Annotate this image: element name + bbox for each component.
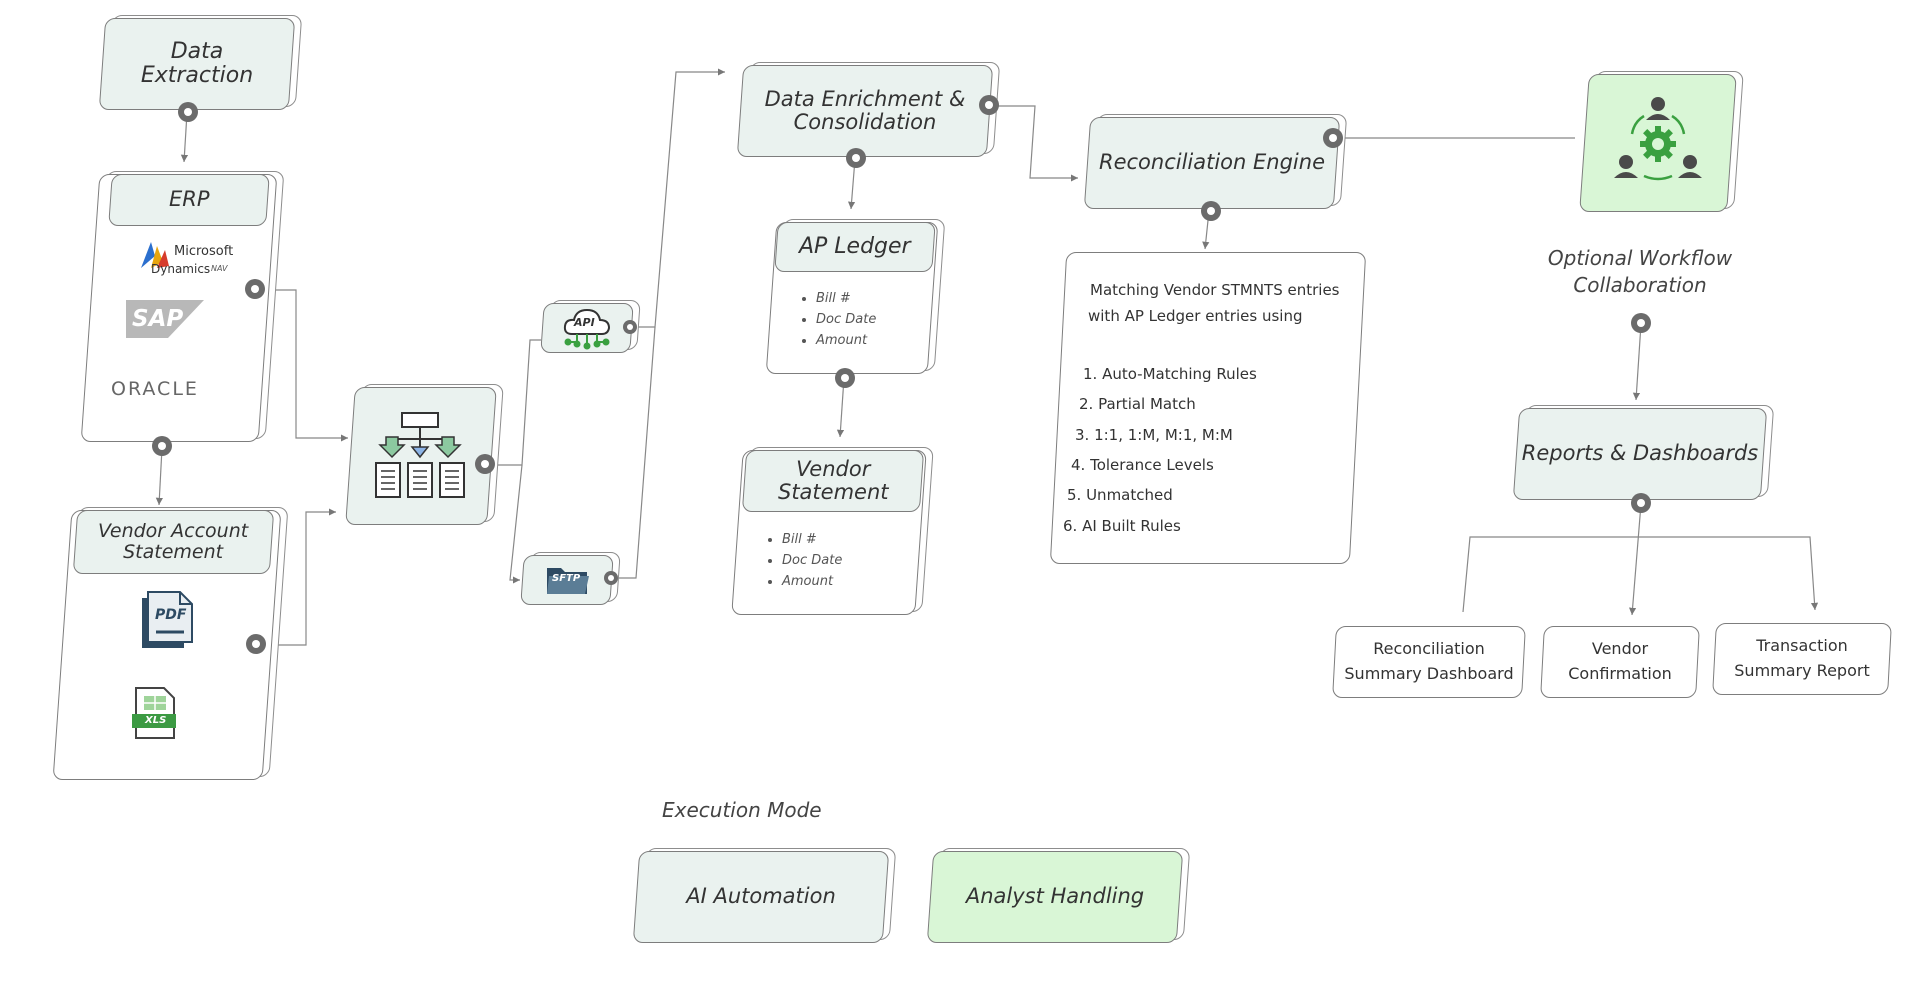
oracle-logo: ORACLE xyxy=(111,378,231,402)
analyst-handling-label: Analyst Handling xyxy=(965,884,1145,909)
xls-file-icon: XLS xyxy=(130,686,180,740)
sap-logo: SAP xyxy=(126,300,204,338)
field-item: Amount xyxy=(782,571,842,592)
execution-mode-title: Execution Mode xyxy=(662,798,822,822)
reconciliation-summary-dashboard-card[interactable]: Reconciliation Summary Dashboard xyxy=(1332,626,1526,698)
knob-icon xyxy=(846,148,866,168)
erp-header: ERP xyxy=(108,174,270,226)
team-gear-icon xyxy=(1614,97,1702,181)
oracle-text: ORACLE xyxy=(111,378,199,400)
knob-icon xyxy=(623,320,637,334)
vendor-confirmation-card[interactable]: Vendor Confirmation xyxy=(1540,626,1700,698)
distribution-icon xyxy=(375,412,465,498)
nav-text: NAV xyxy=(211,264,228,273)
data-distribution-hub-card[interactable] xyxy=(345,384,504,525)
knob-icon xyxy=(245,279,265,299)
rule-item: 2. Partial Match xyxy=(1079,395,1196,413)
knob-icon xyxy=(1631,313,1651,333)
conn-hub-api xyxy=(486,339,541,466)
conn-workflow-reports xyxy=(1632,323,1642,401)
field-item: Doc Date xyxy=(816,309,876,330)
conn-enrich-recon xyxy=(989,105,1078,182)
output-label: Vendor Confirmation xyxy=(1568,639,1672,683)
reports-dashboards-card[interactable]: Reports & Dashboards xyxy=(1512,405,1775,500)
sftp-label: SFTP xyxy=(552,573,581,584)
microsoft-dynamics-logo: Microsoft Dynamics NAV xyxy=(137,236,247,280)
conn-sftp-enrich xyxy=(611,326,656,579)
knob-icon xyxy=(475,454,495,474)
ai-automation-label: AI Automation xyxy=(686,884,836,909)
data-enrichment-card[interactable]: Data Enrichment & Consolidation xyxy=(736,62,1001,157)
conn-hub-sftp xyxy=(509,464,523,584)
rule-item: 1. Auto-Matching Rules xyxy=(1083,365,1257,383)
conn-reports-center xyxy=(1628,503,1642,616)
vendor-statement-header: Vendor Statement xyxy=(741,450,925,512)
field-item: Amount xyxy=(816,330,876,351)
xls-label: XLS xyxy=(145,715,167,726)
pdf-file-icon: PDF xyxy=(140,590,196,650)
sap-text: SAP xyxy=(132,306,184,332)
analyst-handling-card[interactable]: Analyst Handling xyxy=(926,848,1191,943)
matching-intro-line2: with AP Ledger entries using xyxy=(1088,307,1303,325)
vendor-statement-fields: Bill # Doc Date Amount xyxy=(764,529,842,592)
sftp-folder-icon xyxy=(547,568,589,594)
conn-vendor-hub xyxy=(256,508,336,646)
ap-ledger-fields: Bill # Doc Date Amount xyxy=(798,288,876,351)
ap-ledger-title: AP Ledger xyxy=(799,233,911,259)
rule-item: 6. AI Built Rules xyxy=(1063,517,1181,535)
knob-icon xyxy=(1201,201,1221,221)
output-label: Reconciliation Summary Dashboard xyxy=(1344,639,1514,683)
conn-api-enrich xyxy=(631,68,725,328)
reconciliation-engine-label: Reconciliation Engine xyxy=(1098,150,1325,175)
erp-title: ERP xyxy=(168,187,210,212)
knob-icon xyxy=(152,436,172,456)
ai-automation-card[interactable]: AI Automation xyxy=(632,848,897,943)
transaction-summary-report-card[interactable]: Transaction Summary Report xyxy=(1712,623,1892,695)
knob-icon xyxy=(1323,128,1343,148)
vendor-statement-title: Vendor Statement xyxy=(777,456,889,504)
knob-icon xyxy=(1631,493,1651,513)
vendor-account-title: Vendor Account Statement xyxy=(98,520,249,563)
api-card[interactable]: API xyxy=(540,300,641,353)
field-item: Bill # xyxy=(782,529,842,550)
rule-item: 5. Unmatched xyxy=(1067,486,1173,504)
output-label: Transaction Summary Report xyxy=(1734,636,1870,680)
api-cloud-icon xyxy=(563,308,611,350)
rule-item: 4. Tolerance Levels xyxy=(1071,456,1214,474)
vendor-account-header: Vendor Account Statement xyxy=(72,510,275,574)
conn-reports-outputs xyxy=(1462,536,1819,613)
reports-dashboards-label: Reports & Dashboards xyxy=(1521,441,1759,466)
dynamics-text: Dynamics xyxy=(151,262,211,276)
knob-icon xyxy=(835,368,855,388)
optional-workflow-label: Optional Workflow Collaboration xyxy=(1547,246,1733,297)
data-enrichment-label: Data Enrichment & Consolidation xyxy=(764,86,966,134)
knob-icon xyxy=(178,102,198,122)
knob-icon xyxy=(246,634,266,654)
sftp-card[interactable]: SFTP xyxy=(520,552,621,605)
data-extraction-label: Data Extraction xyxy=(140,38,254,88)
conn-erp-vendor xyxy=(155,447,163,506)
field-item: Doc Date xyxy=(782,550,842,571)
field-item: Bill # xyxy=(816,288,876,309)
api-label: API xyxy=(574,316,595,329)
knob-icon xyxy=(979,95,999,115)
workflow-collaboration-card[interactable] xyxy=(1579,71,1744,212)
rule-item: 3. 1:1, 1:M, M:1, M:M xyxy=(1075,426,1233,444)
pdf-label: PDF xyxy=(155,607,187,623)
reconciliation-engine-card[interactable]: Reconciliation Engine xyxy=(1083,114,1348,209)
microsoft-text: Microsoft xyxy=(174,244,234,259)
matching-intro-line1: Matching Vendor STMNTS entries xyxy=(1090,281,1340,299)
ap-ledger-header: AP Ledger xyxy=(774,222,936,272)
data-extraction-card[interactable]: Data Extraction xyxy=(98,15,303,110)
knob-icon xyxy=(604,571,618,585)
